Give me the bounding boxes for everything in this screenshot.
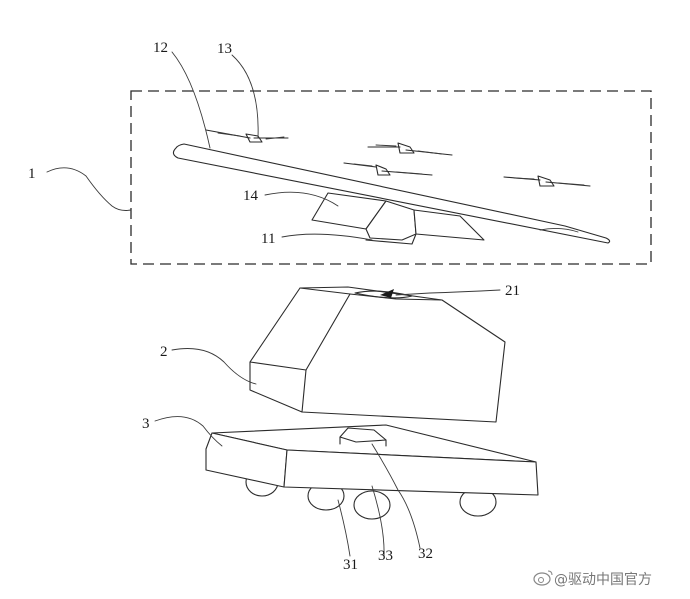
leader-14 — [264, 191, 339, 207]
leader-32 — [371, 443, 421, 549]
label-21: 21 — [505, 283, 520, 299]
watermark: @驱动中国官方 — [533, 570, 652, 588]
label-13: 13 — [217, 41, 232, 57]
leader-13 — [231, 54, 259, 139]
leader-33 — [371, 485, 385, 557]
fin-11 — [365, 209, 485, 245]
drone-c — [343, 162, 433, 176]
wing-12 — [172, 143, 611, 244]
leader-12 — [171, 51, 211, 149]
weibo-icon — [533, 570, 553, 586]
label-3: 3 — [142, 416, 150, 432]
leader-lines — [46, 51, 501, 557]
label-31: 31 — [343, 557, 358, 573]
leader-2 — [171, 348, 257, 385]
leader-3 — [154, 416, 223, 447]
arrow-21 — [380, 289, 394, 298]
leader-1 — [46, 167, 132, 211]
leader-31 — [337, 499, 351, 557]
label-2: 2 — [160, 344, 168, 360]
label-14: 14 — [243, 188, 259, 204]
label-33: 33 — [378, 548, 393, 564]
assembly-1-boundary — [130, 90, 652, 265]
chassis-3 — [205, 424, 539, 520]
drone-group-13 — [205, 129, 591, 187]
body-2 — [249, 286, 506, 423]
leader-21 — [395, 289, 501, 296]
label-11: 11 — [261, 231, 275, 247]
leader-11 — [281, 233, 373, 241]
label-1: 1 — [28, 166, 36, 182]
drone-b — [367, 142, 453, 156]
label-32: 32 — [418, 546, 433, 562]
wheel-3 — [353, 490, 391, 520]
drone-a — [205, 129, 289, 143]
watermark-text: @驱动中国官方 — [554, 572, 652, 588]
label-12: 12 — [153, 40, 168, 56]
labels: 1 12 13 14 11 21 2 3 31 33 32 — [28, 40, 520, 573]
drone-d — [503, 175, 591, 187]
